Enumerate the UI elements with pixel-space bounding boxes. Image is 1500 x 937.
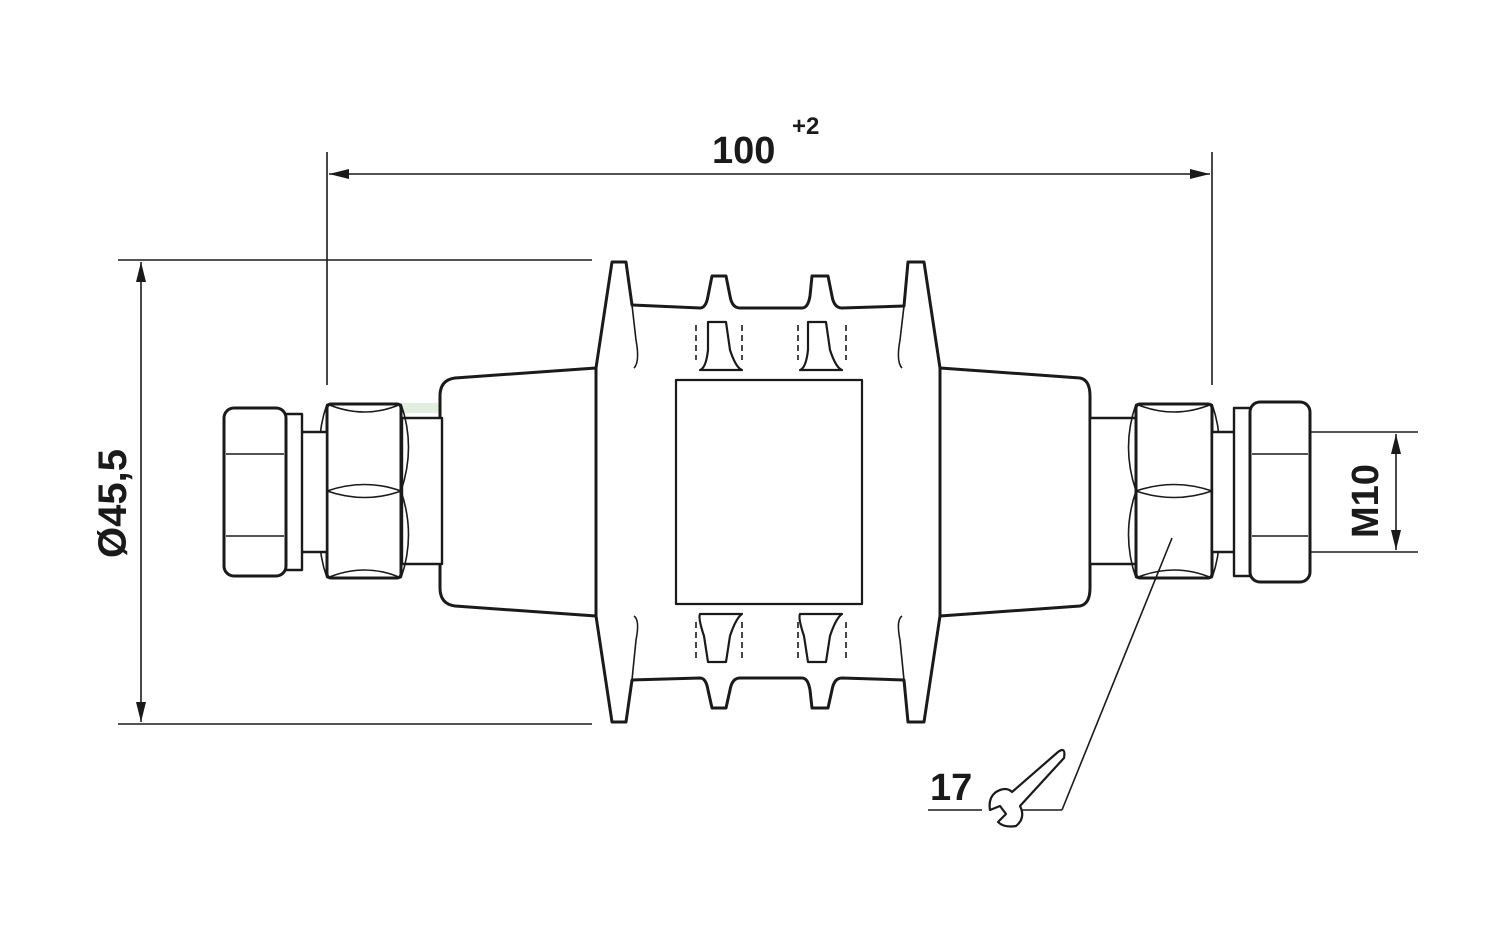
diameter-dimension: Ø45,5 bbox=[91, 262, 146, 722]
wrench-callout: 17 bbox=[928, 537, 1173, 828]
thread-value: M10 bbox=[1345, 464, 1387, 538]
left-terminal bbox=[222, 402, 444, 580]
insulator-body bbox=[438, 260, 1092, 724]
wrench-size-value: 17 bbox=[930, 767, 972, 809]
wrench-icon bbox=[988, 748, 1066, 828]
length-value: 100 bbox=[712, 130, 775, 172]
right-terminal bbox=[1088, 400, 1312, 584]
thread-dimension: M10 bbox=[1345, 434, 1401, 550]
diameter-value: Ø45,5 bbox=[91, 449, 135, 558]
extension-lines bbox=[118, 152, 1418, 725]
length-dimension: 100 +2 bbox=[329, 113, 1210, 179]
length-tolerance: +2 bbox=[792, 113, 819, 140]
